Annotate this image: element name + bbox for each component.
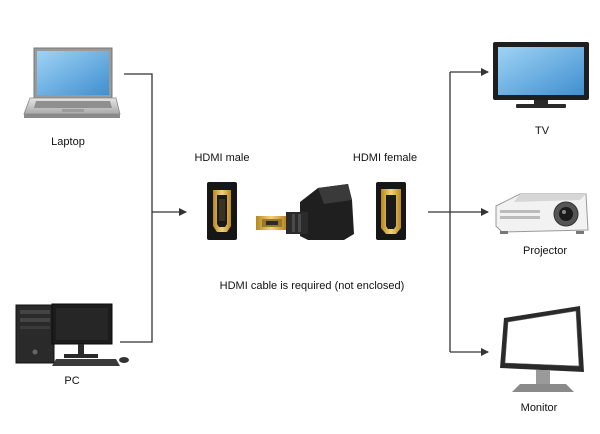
laptop-link-line bbox=[124, 73, 153, 212]
monitor-label: Monitor bbox=[521, 402, 558, 414]
desktop-pc-icon bbox=[15, 303, 129, 366]
laptop-icon bbox=[23, 47, 121, 118]
hdmi-male-label: HDMI male bbox=[194, 152, 249, 164]
tv-label: TV bbox=[535, 125, 550, 137]
hdmi-male-port-icon bbox=[207, 182, 237, 240]
projector-icon bbox=[495, 193, 589, 234]
pc-link-line bbox=[120, 212, 153, 343]
right-angle-adapter-icon bbox=[256, 184, 354, 240]
monitor-icon bbox=[500, 306, 584, 392]
pc-label: PC bbox=[64, 375, 79, 387]
hdmi-female-label: HDMI female bbox=[353, 152, 417, 164]
hdmi-female-port-icon bbox=[376, 182, 406, 240]
tv-icon bbox=[493, 42, 589, 108]
projector-label: Projector bbox=[523, 245, 567, 257]
laptop-label: Laptop bbox=[51, 136, 85, 148]
connector-lines bbox=[120, 68, 489, 356]
cable-note: HDMI cable is required (not enclosed) bbox=[220, 280, 405, 292]
